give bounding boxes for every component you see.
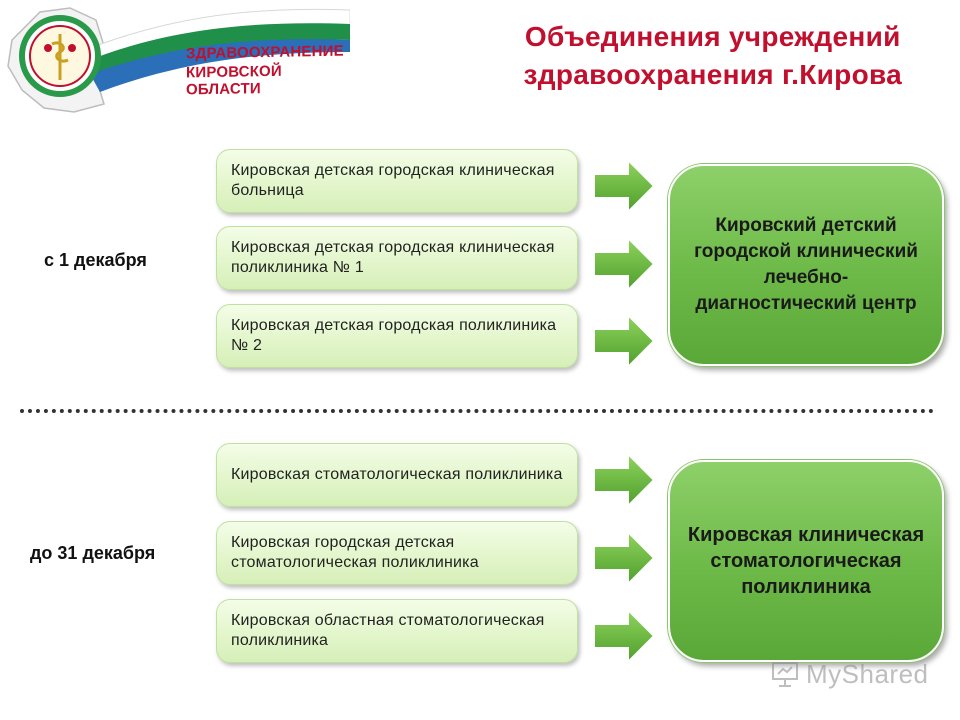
logo: ЗДРАВООХРАНЕНИЕ КИРОВСКОЙ ОБЛАСТИ [0,0,351,120]
section-divider [20,409,934,413]
arrow-right-icon [593,313,656,369]
page-title: Объединения учреждений здравоохранения г… [524,18,902,94]
page-title-line2: здравоохранения г.Кирова [523,59,902,90]
source-box-children-polyclinic-2: Кировская детская городская поликлиника … [216,304,578,368]
presentation-icon [772,662,798,687]
source-box-children-polyclinic-1: Кировская детская городская клиническая … [216,226,578,290]
source-box-children-hospital: Кировская детская городская клиническая … [216,149,578,213]
watermark: MyShared [770,654,930,694]
logo-graphic [7,7,351,113]
page-title-line1: Объединения учреждений [524,21,901,52]
source-box-regional-dental-polyclinic: Кировская областная стоматологическая по… [216,599,578,663]
arrow-right-icon [593,608,656,664]
group1-date-label: с 1 декабря [44,250,147,270]
logo-title-line2: КИРОВСКОЙ ОБЛАСТИ [186,62,282,99]
watermark-text: MyShared [806,658,929,689]
arrow-right-icon [593,452,656,508]
source-box-dental-polyclinic: Кировская стоматологическая поликлиника [216,443,578,507]
source-box-children-dental-polyclinic: Кировская городская детская стоматологич… [216,521,578,585]
target-box-clinical-dental-polyclinic: Кировская клиническая стоматологическая … [668,460,944,662]
arrow-right-icon [593,236,656,292]
arrow-right-icon [593,530,656,586]
group2-date-label: до 31 декабря [30,543,156,563]
arrow-right-icon [593,158,656,214]
logo-title-line1: ЗДРАВООХРАНЕНИЕ [186,42,344,63]
target-box-children-diagnostic-center: Кировский детский городской клинический … [668,164,944,366]
